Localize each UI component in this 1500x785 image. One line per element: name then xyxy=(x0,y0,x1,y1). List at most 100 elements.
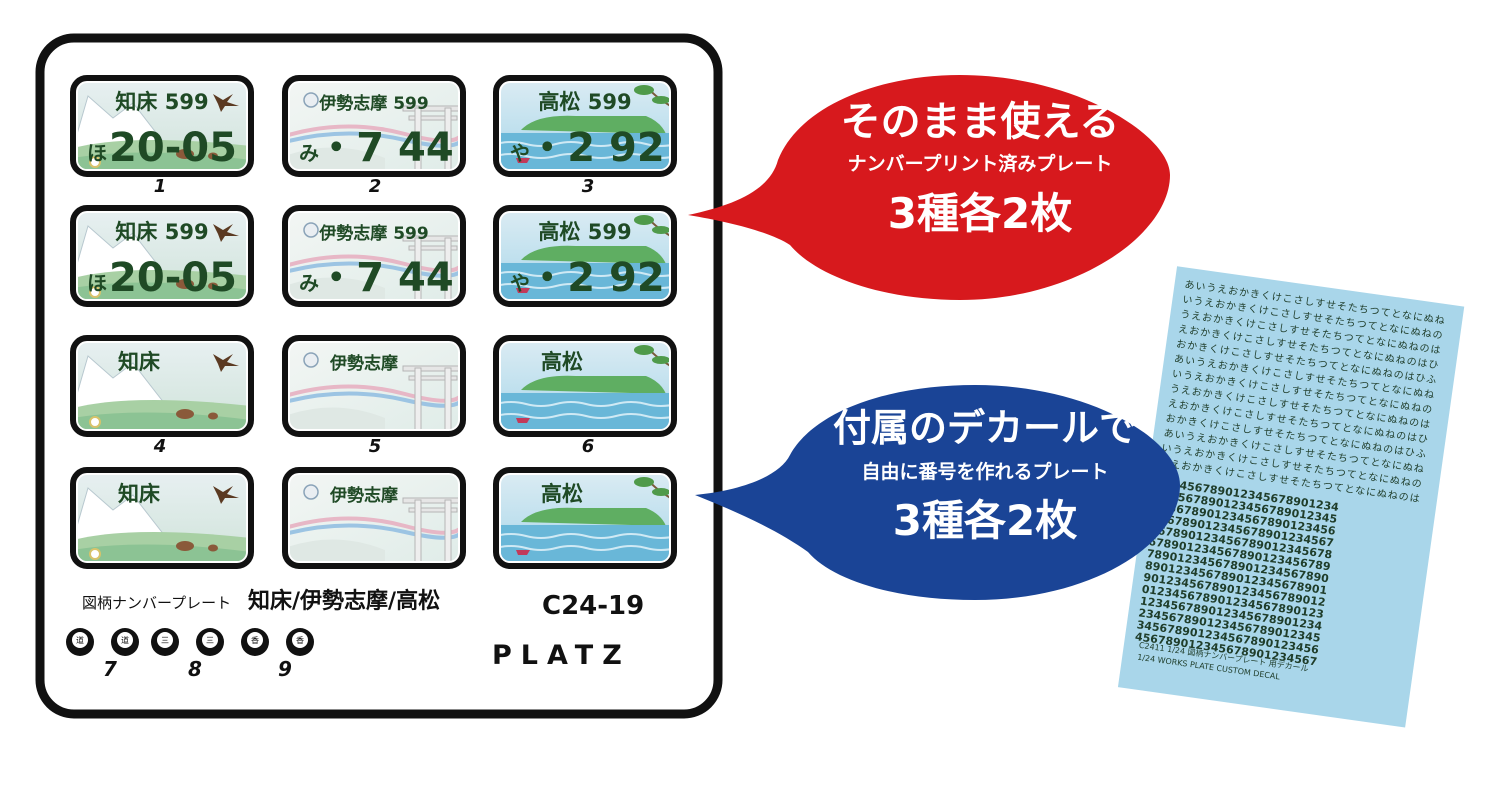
plate-number: ・7 44 xyxy=(316,125,453,171)
moon-icon xyxy=(303,92,319,108)
pine-tree-icon xyxy=(634,85,669,109)
license-plate: 伊勢志摩 xyxy=(282,467,466,569)
plate-kana: み xyxy=(299,141,319,165)
torii-gate-icon xyxy=(402,497,458,561)
moon-icon xyxy=(303,352,319,368)
boat-icon xyxy=(516,288,530,293)
license-plate: 伊勢志摩 xyxy=(282,335,466,437)
boat-icon xyxy=(516,158,530,163)
bolt-glyph: 三 xyxy=(161,636,169,645)
red-bubble-line3: 3種各2枚 xyxy=(888,189,1072,238)
plate-scenery xyxy=(501,343,669,429)
plate-region: 高松 xyxy=(541,350,583,374)
plate-scenery xyxy=(78,213,246,299)
plate-region: 伊勢志摩 599 xyxy=(318,223,428,244)
plate-region: 伊勢志摩 599 xyxy=(318,93,428,114)
cub-icon xyxy=(208,412,218,420)
eagle-icon xyxy=(213,486,239,504)
cub-icon xyxy=(208,544,218,552)
plate-region: 知床 599 xyxy=(115,220,208,244)
plate-region: 知床 xyxy=(118,482,160,506)
plate-scenery xyxy=(78,475,246,561)
plate-scenery xyxy=(290,83,458,169)
plate-scenery xyxy=(78,343,246,429)
speech-bubble-blue-shape xyxy=(695,385,1180,600)
product-code: C24-19 xyxy=(542,591,644,621)
bear-icon xyxy=(176,409,194,419)
plate-number: ・2 92 xyxy=(527,255,664,301)
blue-bubble-line1: 付属のデカールで xyxy=(833,406,1137,450)
bolt-cap: 香 xyxy=(286,628,314,656)
torii-gate-icon xyxy=(402,235,458,299)
plate-kana: や xyxy=(510,141,530,165)
blue-bubble-line2: 自由に番号を作れるプレート xyxy=(861,460,1108,483)
plate-kana: ほ xyxy=(87,271,107,295)
torii-gate-icon xyxy=(402,105,458,169)
bolt-group-number: 7 xyxy=(103,657,117,681)
red-bubble-line2: ナンバープリント済みプレート xyxy=(848,152,1113,175)
moon-icon xyxy=(303,484,319,500)
flower-icon xyxy=(89,416,101,428)
plate-scenery xyxy=(78,83,246,169)
license-plate: 知床 xyxy=(70,335,254,437)
plate-caption: 3 xyxy=(582,176,595,197)
brand-logo: PLATZ xyxy=(492,640,631,671)
bolt-cap: 道 xyxy=(111,628,139,656)
plate-scenery xyxy=(290,475,458,561)
license-plate: 知床 xyxy=(70,467,254,569)
torii-gate-icon xyxy=(402,365,458,429)
bolt-glyph: 香 xyxy=(296,635,304,645)
bolt-glyph: 三 xyxy=(206,636,214,645)
license-plate: 高松 xyxy=(493,335,677,437)
flower-icon xyxy=(89,286,101,298)
plate-caption: 4 xyxy=(153,436,167,457)
plate-number: ・2 92 xyxy=(527,125,664,171)
flower-icon xyxy=(89,548,101,560)
plate-scenery xyxy=(501,83,669,169)
plate-scenery xyxy=(501,475,669,561)
bolt-glyph: 道 xyxy=(76,635,84,645)
bolt-cap: 三 xyxy=(151,628,179,656)
plate-region: 高松 xyxy=(541,482,583,506)
bolt-caps: 道道7三三8香香9 xyxy=(66,628,314,681)
eagle-icon xyxy=(213,354,239,372)
bolt-group-number: 8 xyxy=(188,657,202,681)
bear-icon xyxy=(176,149,194,159)
plate-number: 20-05 xyxy=(109,125,237,171)
plate-scenery xyxy=(290,343,458,429)
plate-region: 知床 599 xyxy=(115,90,208,114)
license-plate: 高松 xyxy=(493,467,677,569)
speech-bubble-red: そのまま使える ナンバープリント済みプレート 3種各2枚 xyxy=(688,75,1170,300)
speech-bubble-blue: 付属のデカールで 自由に番号を作れるプレート 3種各2枚 xyxy=(695,385,1180,600)
moon-icon xyxy=(303,222,319,238)
plate-caption: 6 xyxy=(582,436,595,457)
plate-caption: 1 xyxy=(154,176,167,197)
plate-region: 高松 599 xyxy=(538,90,631,114)
bear-icon xyxy=(176,279,194,289)
bolt-group-number: 9 xyxy=(278,657,292,681)
boat-icon xyxy=(516,418,530,423)
decal-characters: あいうえおかきくけこさしすせそたちつてとなにぬねいうえおかきくけこさしすせそたち… xyxy=(1134,279,1446,669)
plate-region: 伊勢志摩 xyxy=(329,485,398,506)
bolt-glyph: 香 xyxy=(251,635,259,645)
eagle-icon xyxy=(213,224,239,242)
plate-region: 高松 599 xyxy=(538,220,631,244)
pine-tree-icon xyxy=(634,477,669,501)
plate-region: 知床 xyxy=(118,350,160,374)
license-plate: 高松 599 や・2 92 xyxy=(493,75,677,177)
speech-bubble-red-shape xyxy=(688,75,1170,300)
bear-icon xyxy=(176,541,194,551)
flower-icon xyxy=(89,156,101,168)
pine-tree-icon xyxy=(634,345,669,369)
sheet-label-regions: 知床/伊勢志摩/高松 xyxy=(248,588,440,614)
plate-number: 20-05 xyxy=(109,255,237,301)
plate-scenery xyxy=(290,213,458,299)
plate-region: 伊勢志摩 xyxy=(329,353,398,374)
boat-icon xyxy=(516,550,530,555)
bolt-cap: 香 xyxy=(241,628,269,656)
